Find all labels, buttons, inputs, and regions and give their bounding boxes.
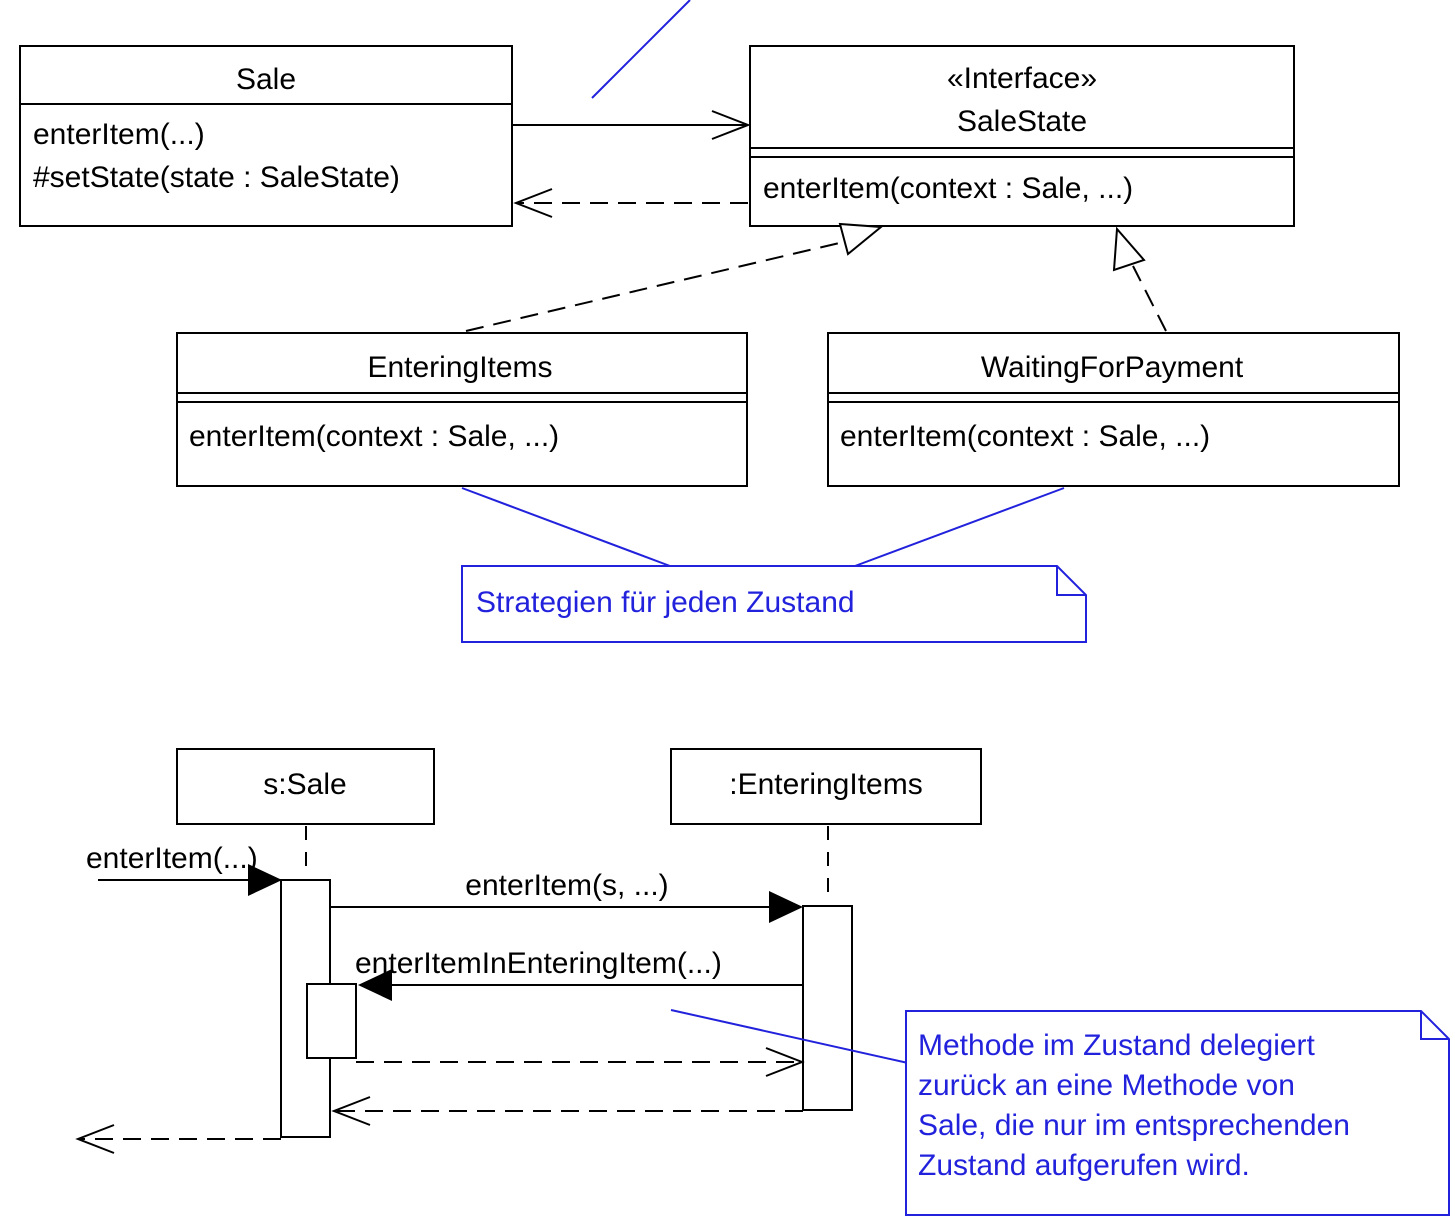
class-sale-box [19, 45, 513, 227]
note-delegation[interactable]: Methode im Zustand delegiert zurück an e… [670, 1009, 1450, 1216]
note-strategies[interactable]: Strategien für jeden Zustand [461, 487, 1087, 643]
class-sale-operation: #setState(state : SaleState) [33, 161, 400, 194]
note-delegation-box [905, 1010, 1450, 1216]
class-entering-items-box [176, 332, 748, 487]
class-sale-operation: enterItem(...) [33, 118, 205, 151]
class-entering-items-operation: enterItem(context : Sale, ...) [189, 420, 559, 453]
note-strategies-box [461, 565, 1087, 643]
note-strategies-connector [854, 487, 1065, 567]
class-waiting-for-payment-box [827, 332, 1400, 487]
interface-sale-state-operation: enterItem(context : Sale, ...) [763, 172, 1133, 205]
class-sale-name: Sale [236, 63, 296, 96]
lifeline-sale[interactable]: s:Sale [176, 748, 435, 878]
note-connector-top [591, 0, 691, 99]
dependency-salestate-to-sale [513, 188, 748, 218]
note-delegation-connector [670, 1009, 909, 1064]
note-delegation-fold [1420, 1011, 1449, 1040]
activation-entering-items [802, 905, 853, 1111]
interface-stereotype: «Interface» [947, 62, 1097, 95]
message-delegate [330, 891, 803, 923]
message-delegate-label: enterItem(s, ...) [465, 869, 668, 902]
return-to-caller [75, 1124, 281, 1154]
class-waiting-for-payment-operation: enterItem(context : Sale, ...) [840, 420, 1210, 453]
association-sale-to-salestate [512, 110, 751, 140]
lifeline-entering-items-head [670, 748, 982, 825]
class-entering-items-name: EnteringItems [367, 351, 552, 384]
interface-sale-state[interactable]: «Interface» SaleState enterItem(context … [749, 45, 1295, 227]
class-sale[interactable]: Sale enterItem(...) #setState(state : Sa… [19, 45, 513, 227]
note-strategies-fold [1056, 566, 1086, 596]
message-callback [358, 969, 803, 1001]
message-incoming [98, 864, 282, 896]
note-strategies-connector [461, 487, 671, 567]
realization-waiting-for-payment [1112, 226, 1167, 332]
note-delegation-line: Methode im Zustand delegiert [918, 1029, 1316, 1062]
class-waiting-for-payment-name: WaitingForPayment [981, 351, 1244, 384]
lifeline-sale-head [176, 748, 435, 825]
interface-sale-state-name: SaleState [957, 105, 1087, 138]
activation-sale-nested [306, 983, 357, 1059]
class-waiting-for-payment[interactable]: WaitingForPayment enterItem(context : Sa… [827, 332, 1400, 487]
message-incoming-label: enterItem(...) [86, 842, 258, 875]
return-to-sale [331, 1096, 803, 1126]
interface-sale-state-box [749, 45, 1295, 227]
return-to-entering-items [356, 1047, 805, 1077]
class-entering-items[interactable]: EnteringItems enterItem(context : Sale, … [176, 332, 748, 487]
lifeline-entering-items-label: :EnteringItems [729, 768, 922, 801]
lifeline-sale-label: s:Sale [263, 768, 346, 801]
message-callback-label: enterItemInEnteringItem(...) [355, 947, 722, 980]
lifeline-entering-items[interactable]: :EnteringItems [670, 748, 982, 904]
note-strategies-text: Strategien für jeden Zustand [476, 586, 855, 619]
note-delegation-line: Zustand aufgerufen wird. [918, 1149, 1250, 1182]
note-delegation-line: Sale, die nur im entsprechenden [918, 1109, 1350, 1142]
note-delegation-line: zurück an eine Methode von [918, 1069, 1295, 1102]
realization-entering-items [465, 222, 884, 332]
